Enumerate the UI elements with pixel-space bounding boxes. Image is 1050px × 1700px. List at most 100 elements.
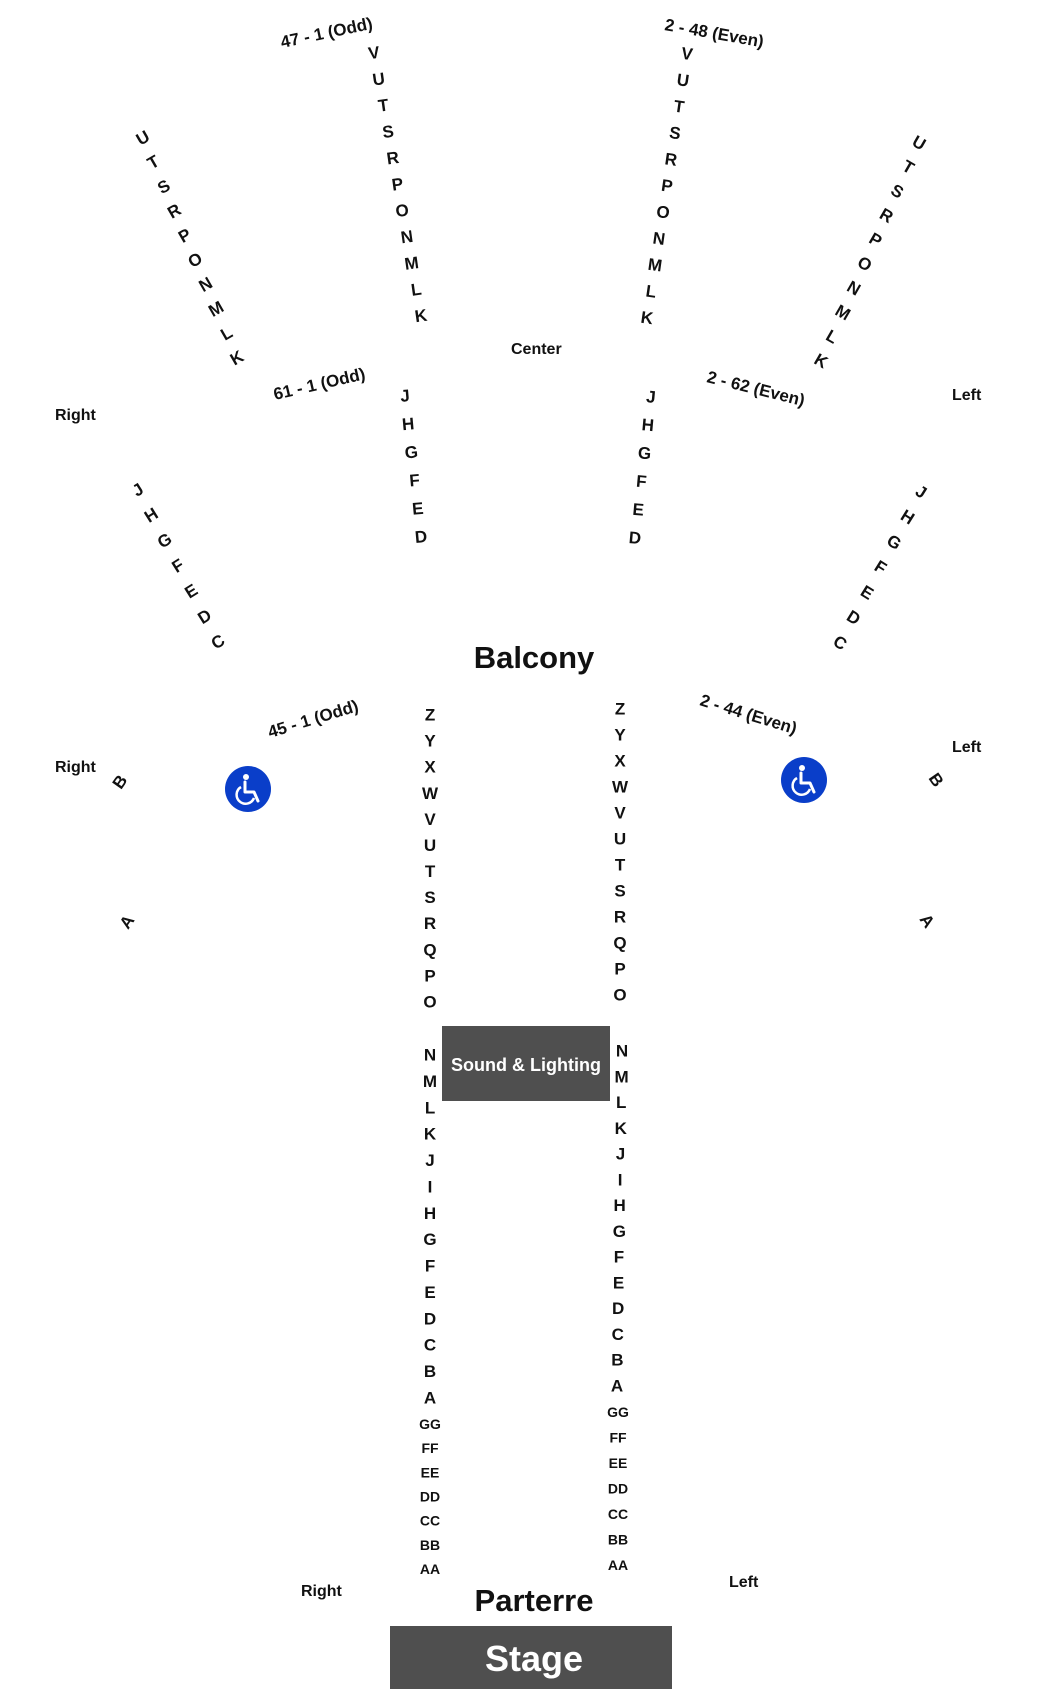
parterre-right-lower-row-label: J [425, 1151, 434, 1170]
seat-range-lower-odd: 45 - 1 (Odd) [266, 696, 361, 742]
balcony-mid-side-right-row-label: C [208, 631, 228, 654]
parterre-left-upper-row-label: R [614, 908, 626, 927]
parterre-left-upper-row-label: U [614, 830, 626, 849]
balcony-mid-center-left-row-label: J [645, 387, 656, 407]
parterre-right-front-row-label: FF [421, 1440, 439, 1456]
balcony-upper-side-right-row-label: K [227, 346, 248, 369]
parterre-right-lower-row-label: E [424, 1283, 435, 1302]
seat-range-mid-even: 2 - 62 (Even) [705, 367, 807, 410]
balcony-upper-side-left-row-label: K [811, 350, 832, 373]
parterre-right-lower-row-label: A [424, 1389, 436, 1408]
balcony-upper-side-left-row-label: L [823, 326, 841, 348]
balcony-upper-center-left-row-label: T [673, 97, 687, 117]
parterre-right-upper-row-label: R [424, 914, 436, 933]
parterre-left-lower-row-label: G [613, 1222, 626, 1241]
balcony-mid-center-right-row-label: F [409, 471, 421, 491]
side-label-balcony-center: Center [511, 341, 562, 358]
parterre-right-lower-row-label: K [424, 1125, 437, 1144]
balcony-upper-side-left-row-label: N [844, 277, 864, 300]
parterre-left-lower-row-label: C [612, 1325, 624, 1344]
balcony-upper-center-right-row-label: S [381, 122, 395, 142]
parterre-right-upper-row-label: P [424, 966, 435, 985]
parterre-right-upper-row-label: Z [425, 706, 435, 725]
balcony-mid-side-right-row-label: J [129, 479, 147, 500]
parterre-right-front-row-label: EE [421, 1464, 440, 1480]
seat-range-upper-center-odd: 47 - 1 (Odd) [279, 14, 374, 52]
balcony-upper-center-right-row-label: M [403, 253, 420, 274]
wheelchair-icon [781, 757, 827, 803]
parterre-left-upper-row-label: S [614, 882, 625, 901]
balcony-mid-side-left-row-label: C [830, 632, 850, 655]
parterre-left-lower-row-label: A [611, 1377, 623, 1396]
parterre-left-lower-row-label: M [615, 1067, 629, 1086]
lower-balcony-side-left-row-label: A [916, 911, 939, 932]
parterre-right-lower-row-label: L [425, 1098, 435, 1117]
balcony-upper-center-right-row-label: T [377, 95, 391, 115]
balcony-mid-center-left-row-label: H [641, 415, 655, 435]
side-label-parterre-right: Right [301, 1583, 343, 1600]
parterre-right-front-row-label: AA [420, 1561, 440, 1577]
balcony-upper-side-right-row-label: L [217, 323, 235, 345]
balcony-upper-center-left-row-label: V [680, 44, 695, 64]
parterre-left-front-row-label: FF [609, 1430, 627, 1446]
balcony-upper-side-right-row-label: S [154, 176, 173, 198]
side-label-balcony-upper-left: Left [952, 387, 982, 404]
parterre-right-upper-row-label: Y [424, 732, 436, 751]
balcony-upper-side-right-row-label: N [196, 273, 216, 296]
stage-label: Stage [485, 1638, 583, 1679]
balcony-mid-side-right-row-label: E [181, 580, 201, 602]
parterre-left-upper-row-label: V [614, 804, 626, 823]
balcony-mid-side-right-row-label: D [194, 605, 214, 628]
balcony-upper-center-left-row-label: M [647, 255, 664, 276]
balcony-upper-center-left-row-label: K [640, 308, 656, 329]
parterre-left-lower-row-label: K [615, 1119, 628, 1138]
parterre-right-lower-row-label: F [425, 1257, 435, 1276]
parterre-left-front-row-label: GG [607, 1404, 629, 1420]
parterre-left-upper-row-label: Q [613, 934, 626, 953]
parterre-right-lower-row-label: H [424, 1204, 436, 1223]
parterre-right-upper-row-label: Q [423, 940, 436, 959]
balcony-mid-side-right-row-label: H [141, 504, 161, 527]
seat-range-lower-even: 2 - 44 (Even) [698, 691, 799, 738]
balcony-mid-side-left-row-label: F [871, 557, 890, 579]
parterre-left-front-row-label: AA [608, 1557, 628, 1573]
parterre-right-lower-row-label: B [424, 1362, 436, 1381]
parterre-left-lower-row-label: H [614, 1196, 626, 1215]
parterre-left-upper-row-label: W [612, 778, 629, 797]
side-label-parterre-left: Left [729, 1574, 759, 1591]
balcony-mid-center-left-row-label: G [637, 443, 652, 463]
parterre-left-lower-row-label: N [616, 1042, 628, 1061]
balcony-upper-center-left-row-label: U [676, 70, 691, 91]
stage-block [390, 1626, 672, 1689]
balcony-mid-center-right-row-label: E [411, 499, 424, 519]
parterre-left-front-row-label: EE [609, 1455, 628, 1471]
parterre-left-lower-row-label: L [616, 1093, 626, 1112]
parterre-left-upper-row-label: Y [614, 726, 626, 745]
balcony-upper-side-right-row-label: U [133, 127, 153, 150]
parterre-right-upper-row-label: U [424, 836, 436, 855]
lower-balcony-side-right-row-label: B [109, 772, 132, 793]
balcony-upper-side-left-row-label: R [876, 204, 896, 227]
parterre-right-upper-row-label: O [423, 993, 436, 1012]
parterre-right-lower-row-label: C [424, 1336, 436, 1355]
sound-lighting-booth [442, 1026, 610, 1101]
side-label-balcony-upper-right: Right [55, 407, 97, 424]
parterre-right-front-row-label: BB [420, 1537, 440, 1553]
balcony-upper-center-right-row-label: U [371, 69, 386, 90]
parterre-title: Parterre [475, 1583, 594, 1618]
parterre-left-lower-row-label: I [618, 1170, 623, 1189]
balcony-upper-side-left-row-label: T [899, 156, 918, 178]
balcony-upper-side-right-row-label: O [185, 249, 206, 272]
parterre-right-front-row-label: GG [419, 1416, 441, 1432]
seat-range-upper-center-even: 2 - 48 (Even) [663, 15, 765, 51]
balcony-upper-center-right-row-label: N [399, 227, 414, 248]
balcony-upper-center-left-row-label: L [645, 281, 658, 301]
balcony-upper-center-left-row-label: N [652, 229, 667, 250]
balcony-mid-center-left-row-label: E [632, 500, 645, 520]
lower-balcony-side-right-row-label: A [116, 912, 139, 933]
parterre-left-front-row-label: DD [608, 1481, 628, 1497]
balcony-upper-side-right-row-label: T [144, 151, 163, 173]
parterre-left-upper-row-label: X [614, 752, 626, 771]
parterre-right-lower-row-label: D [424, 1309, 436, 1328]
balcony-upper-side-left-row-label: U [909, 132, 929, 155]
